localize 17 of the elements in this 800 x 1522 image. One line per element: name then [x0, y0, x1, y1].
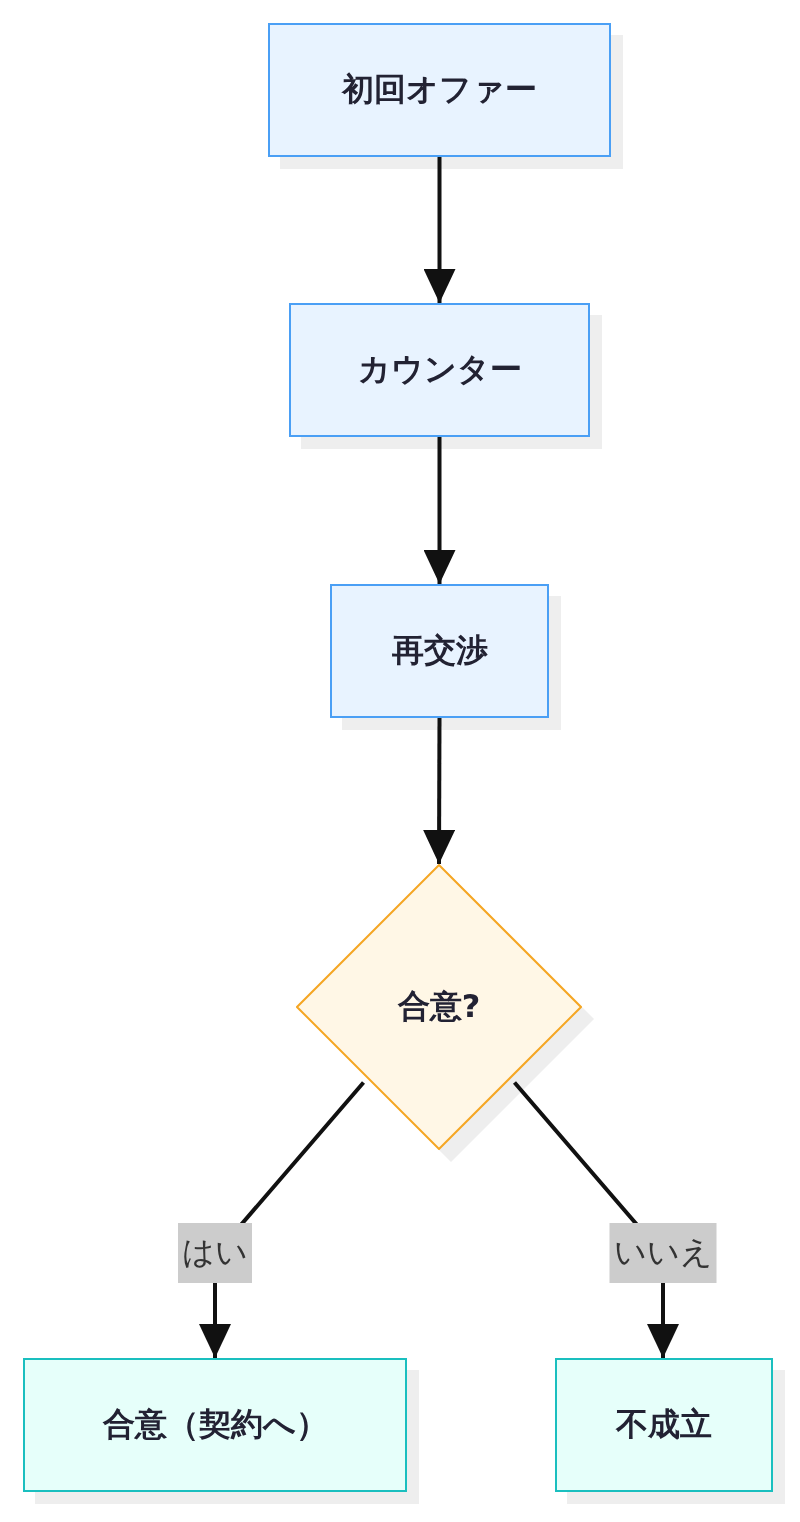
arrow	[423, 157, 456, 303]
edge-label: いいえ	[609, 1223, 717, 1283]
edge-label: はい	[178, 1223, 252, 1283]
node-label: 合意（契約へ）	[102, 1404, 328, 1445]
terminal-box	[23, 1358, 407, 1492]
node-label: カウンター	[357, 349, 522, 390]
arrow	[423, 718, 456, 864]
process-box	[289, 303, 590, 437]
node-label: 初回オファー	[342, 69, 537, 110]
node-label: 合意?	[397, 986, 481, 1027]
node-label: 不成立	[616, 1404, 712, 1445]
process-box	[268, 23, 611, 157]
process-box	[330, 584, 549, 718]
node-label: 再交渉	[391, 630, 488, 671]
arrow	[423, 437, 456, 584]
terminal-box	[555, 1358, 773, 1492]
decision-diamond	[296, 864, 582, 1150]
